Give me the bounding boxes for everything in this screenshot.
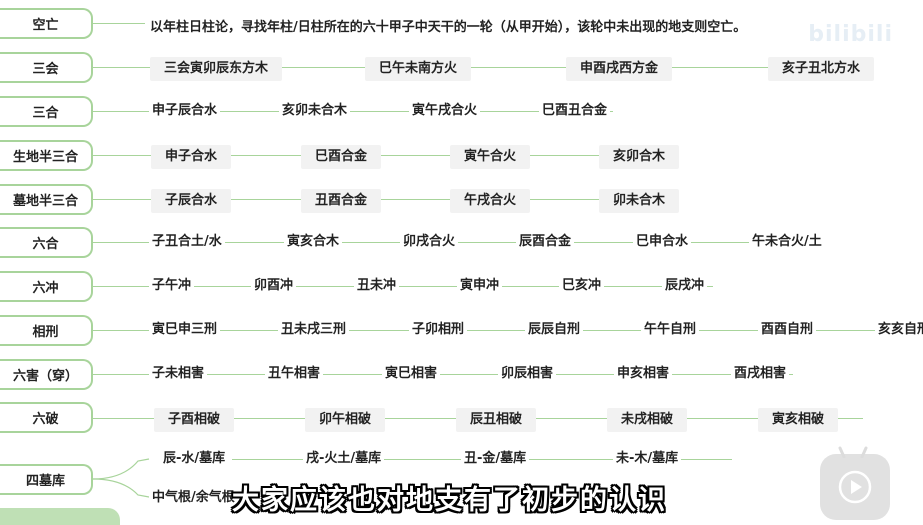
sanhui-item: 三会寅卯辰东方木 bbox=[150, 57, 283, 81]
liuhe-item: 午未合火/土 bbox=[749, 233, 825, 251]
mudi-item: 卯未合木 bbox=[599, 189, 680, 213]
shengdi-item: 巳酉合金 bbox=[301, 145, 382, 169]
connector-line bbox=[93, 155, 673, 156]
play-button[interactable] bbox=[820, 454, 890, 520]
shengdi-item: 申子合水 bbox=[151, 145, 232, 169]
liuchong-item: 辰戌冲 bbox=[662, 277, 708, 295]
mudi-item: 子辰合水 bbox=[151, 189, 232, 213]
video-subtitle: 大家应该也对地支有了初步的认识 bbox=[232, 485, 667, 516]
connector-line bbox=[93, 111, 613, 112]
connector-line bbox=[93, 67, 873, 68]
xiangxing-item: 丑未戌三刑 bbox=[278, 321, 350, 339]
bilibili-watermark: bilibili bbox=[808, 22, 893, 47]
liuhe-item: 辰酉合金 bbox=[516, 233, 575, 251]
play-icon bbox=[838, 470, 872, 504]
simuku-item: 未-木/墓库 bbox=[613, 450, 682, 468]
category-mudi-ban-sanhe: 墓地半三合 bbox=[0, 184, 93, 215]
liupo-item: 寅亥相破 bbox=[758, 408, 839, 432]
sanhui-item: 申酉戌西方金 bbox=[566, 57, 673, 81]
xiangxing-item: 辰辰自刑 bbox=[525, 321, 584, 339]
sanhe-item: 申子辰合水 bbox=[149, 102, 221, 120]
liuhai-item: 卯辰相害 bbox=[498, 365, 557, 383]
category-liuhai: 六害（穿） bbox=[0, 359, 93, 390]
liuhe-item: 子丑合土/水 bbox=[149, 233, 225, 251]
category-liuchong: 六冲 bbox=[0, 271, 93, 302]
liuchong-item: 子午冲 bbox=[149, 277, 195, 295]
liupo-item: 子酉相破 bbox=[154, 408, 235, 432]
liuchong-item: 丑未冲 bbox=[354, 277, 400, 295]
connector-line bbox=[93, 374, 793, 375]
xiangxing-item: 酉酉自刑 bbox=[758, 321, 817, 339]
liuchong-item: 巳亥冲 bbox=[559, 277, 605, 295]
category-shengdi-ban-sanhe: 生地半三合 bbox=[0, 140, 93, 171]
liuhe-item: 寅亥合木 bbox=[284, 233, 343, 251]
liuchong-item: 寅申冲 bbox=[457, 277, 503, 295]
liupo-item: 未戌相破 bbox=[607, 408, 688, 432]
category-sanhui: 三会 bbox=[0, 52, 93, 83]
category-liupo: 六破 bbox=[0, 402, 93, 433]
liuhai-item: 申亥相害 bbox=[614, 365, 673, 383]
category-simuku: 四墓库 bbox=[0, 464, 93, 495]
liuhe-item: 巳申合水 bbox=[633, 233, 692, 251]
sanhe-item: 巳酉丑合金 bbox=[539, 102, 611, 120]
branch-connector bbox=[93, 458, 150, 498]
category-liuhe: 六合 bbox=[0, 227, 93, 258]
xiangxing-item: 子卯相刑 bbox=[409, 321, 468, 339]
category-sanhe: 三合 bbox=[0, 96, 93, 127]
mudi-item: 丑酉合金 bbox=[301, 189, 382, 213]
xiangxing-item: 寅巳申三刑 bbox=[149, 321, 221, 339]
shengdi-item: 寅午合火 bbox=[450, 145, 531, 169]
sanhui-item: 亥子丑北方水 bbox=[768, 57, 875, 81]
liupo-item: 卯午相破 bbox=[305, 408, 386, 432]
mudi-item: 午戌合火 bbox=[450, 189, 531, 213]
category-xiangxing: 相刑 bbox=[0, 315, 93, 346]
connector-line bbox=[93, 286, 713, 287]
simuku-item: 辰-水/墓库 bbox=[160, 450, 229, 468]
sanhe-item: 亥卯未合木 bbox=[279, 102, 351, 120]
liuhe-item: 卯戌合火 bbox=[400, 233, 459, 251]
liuhai-item: 子未相害 bbox=[149, 365, 208, 383]
sanhe-item: 寅午戌合火 bbox=[409, 102, 481, 120]
xiangxing-item: 亥亥自刑 bbox=[875, 321, 923, 339]
xiangxing-item: 午午自刑 bbox=[641, 321, 700, 339]
kongwang-description: 以年柱日柱论，寻找年柱/日柱所在的六十甲子中天干的一轮（从甲开始），该轮中未出现… bbox=[150, 20, 747, 35]
connector-line bbox=[93, 23, 145, 24]
simuku-item: 丑-金/墓库 bbox=[461, 450, 530, 468]
simuku-item: 戌-火土/墓库 bbox=[303, 450, 385, 468]
liuhai-item: 酉戌相害 bbox=[731, 365, 790, 383]
connector-line bbox=[93, 199, 673, 200]
liuhai-item: 寅巳相害 bbox=[382, 365, 441, 383]
decorative-blob bbox=[0, 508, 120, 525]
connector-line bbox=[93, 330, 923, 331]
sanhui-item: 巳午未南方火 bbox=[365, 57, 472, 81]
liuhai-item: 丑午相害 bbox=[265, 365, 324, 383]
liupo-item: 辰丑相破 bbox=[456, 408, 537, 432]
category-kongwang: 空亡 bbox=[0, 8, 93, 39]
simuku-sub-item: 中气根/余气根 bbox=[149, 489, 238, 507]
liuchong-item: 卯酉冲 bbox=[251, 277, 297, 295]
shengdi-item: 亥卯合木 bbox=[599, 145, 680, 169]
